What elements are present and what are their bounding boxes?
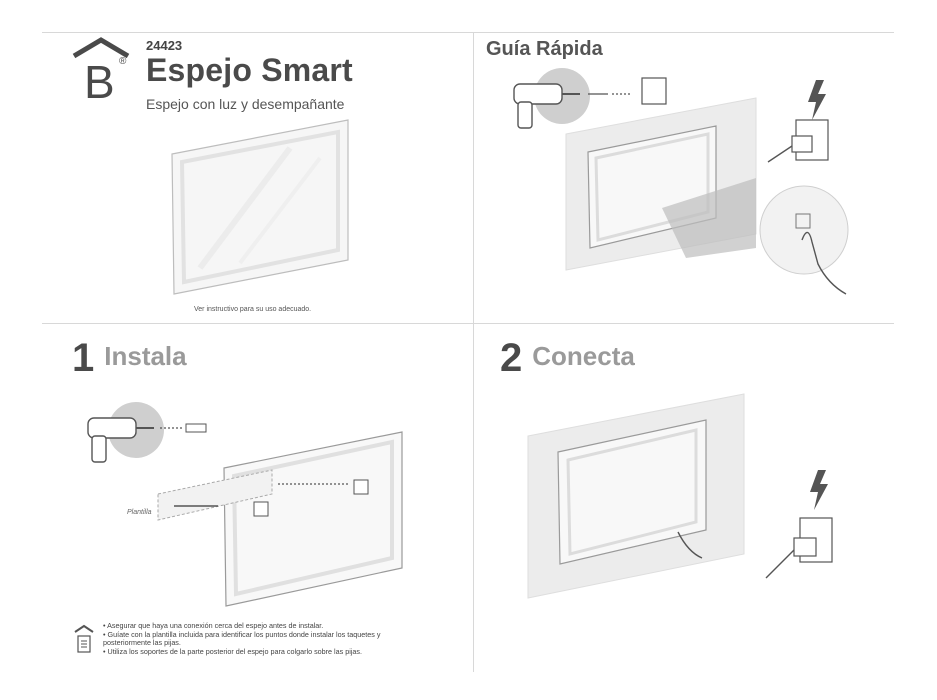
step2-number: 2 bbox=[500, 336, 523, 380]
step2-wall-mirror-illustration bbox=[527, 393, 745, 599]
step1-label: Instala bbox=[104, 341, 187, 371]
instruction-item: • Utiliza los soportes de la parte poste… bbox=[103, 646, 363, 656]
instruction-item: • Guíate con la plantilla incluida para … bbox=[103, 629, 381, 648]
step2-lightning-icon bbox=[810, 470, 828, 510]
intro-note: Ver instructivo para su uso adecuado. bbox=[194, 306, 312, 313]
template-label: Plantilla bbox=[127, 509, 152, 516]
instruction-list: • Asegurar que haya una conexión cerca d… bbox=[103, 621, 423, 656]
mirror-illustration bbox=[171, 119, 349, 295]
top-divider bbox=[42, 32, 894, 33]
middle-divider bbox=[42, 323, 894, 324]
product-title: Espejo Smart bbox=[146, 52, 353, 88]
product-subtitle: Espejo con luz y desempañante bbox=[146, 96, 345, 112]
instruction-item: • Asegurar que haya una conexión cerca d… bbox=[103, 621, 324, 630]
step2-heading: 2 Conecta bbox=[500, 336, 635, 381]
svg-text:B: B bbox=[84, 56, 115, 108]
step1-drill-icon bbox=[87, 402, 207, 463]
quick-wall-tiles bbox=[565, 97, 757, 271]
plug-icon bbox=[767, 119, 829, 163]
touch-zoom-illustration bbox=[759, 185, 849, 295]
product-code: 24423 bbox=[146, 38, 183, 53]
step1-number: 1 bbox=[72, 336, 95, 380]
lightning-icon bbox=[808, 80, 826, 120]
step2-plug-icon bbox=[765, 517, 833, 579]
step1-heading: 1 Instala bbox=[72, 336, 187, 381]
quick-guide-title: Guía Rápida bbox=[486, 38, 603, 60]
step1-mirror-illustration bbox=[157, 431, 403, 607]
drill-icon bbox=[513, 68, 667, 129]
brand-b-logo-icon: B bbox=[72, 37, 130, 108]
step2-label: Conecta bbox=[532, 341, 635, 371]
center-divider bbox=[473, 32, 474, 672]
manual-book-icon bbox=[74, 624, 94, 653]
registered-mark: ® bbox=[119, 56, 127, 67]
